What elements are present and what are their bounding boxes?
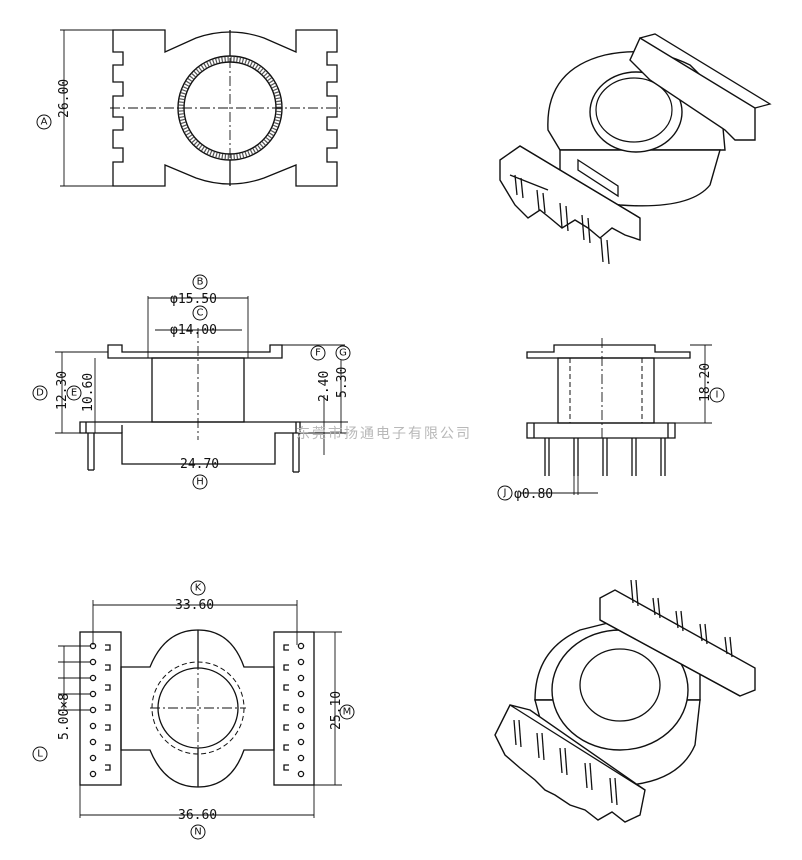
dim-A: 26.00 A [36,79,72,130]
svg-text:24.70: 24.70 [180,457,219,472]
svg-text:2.40: 2.40 [317,371,332,402]
svg-text:F: F [315,348,321,359]
svg-text:25.10: 25.10 [329,691,344,730]
front-view: φ15.50 B φ14.00 C 12.30 D 10.60 E 2.40 [32,274,351,490]
svg-text:L: L [37,749,43,760]
dim-G: 5.30 G [335,345,351,398]
bottom-view: 33.60 K 5.00×8 L 25.10 M 36.60 N [32,580,355,840]
company-watermark: 东莞市扬通电子有限公司 [296,425,472,442]
svg-text:G: G [339,348,347,359]
svg-text:B: B [197,277,204,288]
dim-K: 33.60 K [175,580,214,613]
svg-text:A: A [41,117,48,128]
svg-text:33.60: 33.60 [175,598,214,613]
dim-C: φ14.00 C [170,305,217,338]
svg-text:C: C [197,308,204,319]
dim-M: 25.10 M [329,691,355,730]
dim-N: 36.60 N [178,808,217,840]
svg-text:K: K [195,583,202,594]
svg-text:12.30: 12.30 [55,371,70,410]
svg-text:36.60: 36.60 [178,808,217,823]
dim-J: J φ0.80 [497,485,553,502]
dim-F: 2.40 F [310,345,332,402]
svg-text:5.30: 5.30 [335,367,350,398]
svg-text:J: J [503,488,507,499]
svg-text:N: N [194,827,201,838]
svg-text:φ14.00: φ14.00 [170,323,217,338]
svg-text:H: H [196,477,204,488]
svg-text:10.60: 10.60 [81,373,96,412]
svg-text:M: M [343,707,352,718]
svg-text:5.00×8: 5.00×8 [57,693,72,740]
svg-text:I: I [716,390,719,401]
dim-L: 5.00×8 L [32,693,72,762]
dim-B: φ15.50 B [170,274,217,307]
svg-text:D: D [36,388,44,399]
dim-E: 10.60 E [66,373,96,412]
svg-text:φ0.80: φ0.80 [514,487,553,502]
dim-H: 24.70 H [180,457,219,490]
iso-view-top [499,33,772,265]
svg-text:18.20: 18.20 [698,363,713,402]
iso-view-bottom [494,579,756,823]
svg-text:φ15.50: φ15.50 [170,292,217,307]
svg-text:E: E [71,388,77,399]
dim-D: 12.30 D [32,371,70,410]
dim-I: 18.20 I [698,363,725,403]
top-view: 26.00 A [36,29,340,187]
svg-text:26.00: 26.00 [57,79,72,118]
side-view: 18.20 I J φ0.80 [497,338,725,502]
